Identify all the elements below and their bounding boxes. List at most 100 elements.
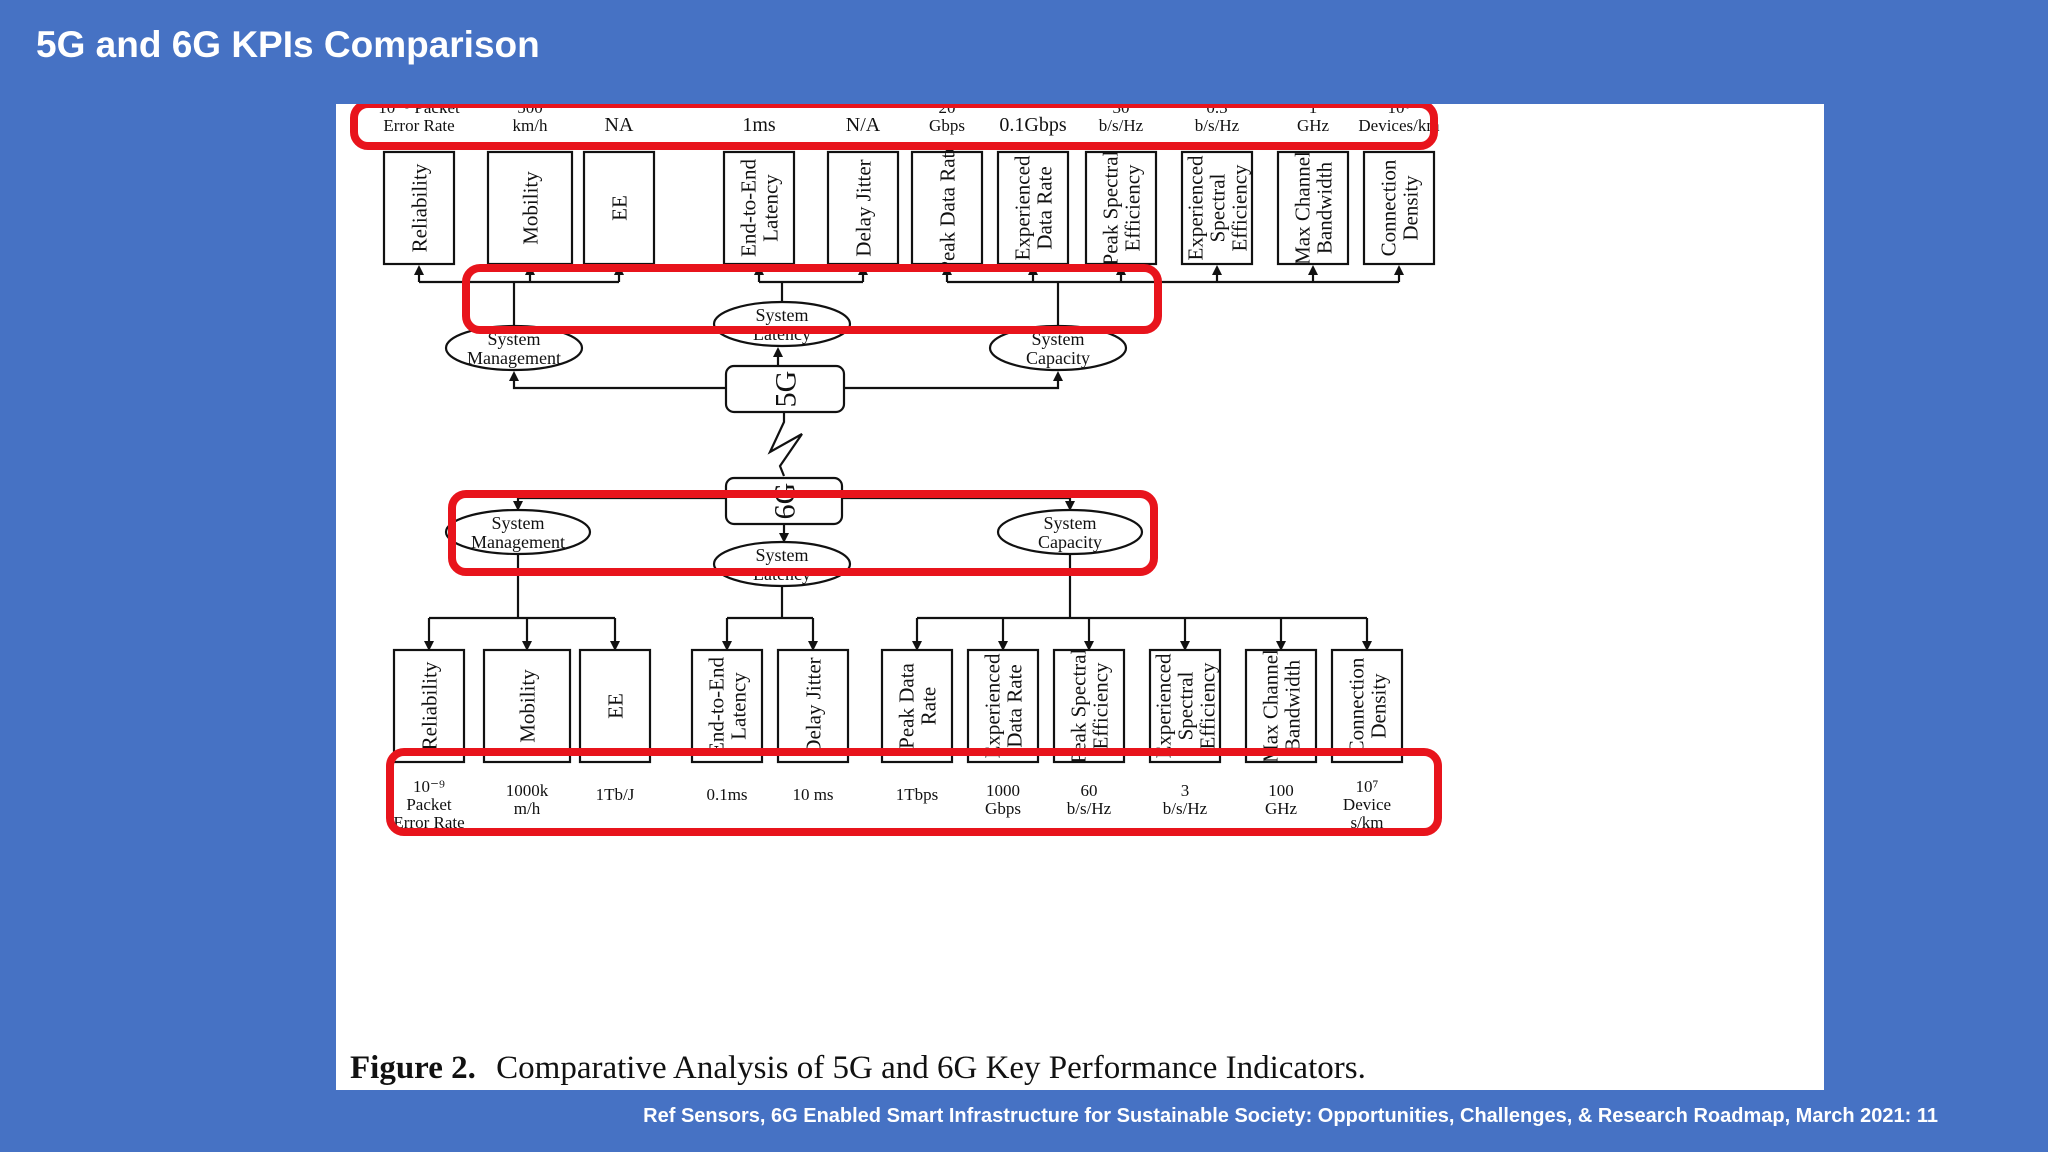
kpi-6g-box <box>1052 648 1126 764</box>
kpi-6g-box <box>690 648 764 764</box>
kpi-6g-box <box>1330 648 1404 764</box>
kpi-5g-value: 0.1Gbps <box>999 114 1066 136</box>
kpi-6g-value-line: 60 <box>1081 781 1098 800</box>
kpi-6g-value-line: 10⁻⁹ <box>413 777 445 796</box>
kpi-5g-value-line: GHz <box>1297 116 1330 135</box>
ellipse-6g-management-label-line: System <box>491 513 544 533</box>
kpi-6g-label: Delay Jitter <box>801 657 825 754</box>
ellipse-5g-latency-label-line: System <box>755 305 808 325</box>
kpi-6g-label: ExperiencedData Rate <box>980 653 1026 758</box>
kpi-6g-label-line: Experienced <box>1151 653 1175 758</box>
highlight-6g-groups <box>448 490 1158 576</box>
kpi-6g-label: EE <box>603 693 627 719</box>
figure-caption: Figure 2. Comparative Analysis of 5G and… <box>350 1050 1366 1086</box>
kpi-5g-label: Peak Data Rate <box>935 143 959 272</box>
kpi-6g-value: 10 ms <box>792 785 833 804</box>
hub-6g <box>724 476 844 526</box>
kpi-6g-value-line: b/s/Hz <box>1163 799 1208 818</box>
kpi-6g-value: 0.1ms <box>706 785 747 804</box>
kpi-5g-label: ConnectionDensity <box>1376 159 1422 256</box>
kpi-6g-label: Peak DataRate <box>894 662 940 748</box>
ellipse-5g-latency <box>712 300 852 348</box>
kpi-5g-value: 1ms <box>742 114 776 136</box>
kpi-6g-box <box>880 648 954 764</box>
kpi-6g-label-line: Experienced <box>980 653 1004 758</box>
kpi-6g-label: ConnectionDensity <box>1344 657 1390 754</box>
kpi-5g-label-line: Efficiency <box>1120 164 1144 252</box>
kpi-5g-box <box>1084 150 1158 266</box>
kpi-6g-value-line: 10 ms <box>792 785 833 804</box>
kpi-5g-label-line: EE <box>607 195 631 221</box>
kpi-6g-label-line: Efficiency <box>1195 662 1219 750</box>
kpi-5g-label: Max ChannelBandwidth <box>1290 151 1336 265</box>
kpi-5g-value-line: b/s/Hz <box>1099 116 1144 135</box>
kpi-5g-label-line: Spectral <box>1205 173 1229 242</box>
kpi-6g-label: End-to-EndLatency <box>704 657 750 755</box>
kpi-6g-label-line: Connection <box>1344 657 1368 754</box>
kpi-5g-value: N/A <box>846 114 881 136</box>
reference-citation: Ref Sensors, 6G Enabled Smart Infrastruc… <box>643 1105 1938 1127</box>
kpi-5g-label-line: Data Rate <box>1032 166 1056 249</box>
kpi-6g-label: Max ChannelBandwidth <box>1258 649 1304 763</box>
kpi-5g-box <box>486 150 574 266</box>
kpi-6g-value-line: b/s/Hz <box>1067 799 1112 818</box>
kpi-6g-label-line: Mobility <box>515 669 539 743</box>
kpi-6g-label-line: End-to-End <box>704 657 728 755</box>
ellipse-5g-management-label-line: Management <box>467 348 561 368</box>
kpi-6g-value: 1Tbps <box>896 785 939 804</box>
kpi-6g-label-line: Delay Jitter <box>801 657 825 754</box>
kpi-6g-value: 1Tb/J <box>596 785 635 804</box>
kpi-5g-box <box>826 150 900 266</box>
kpi-5g-label-line: End-to-End <box>736 159 760 257</box>
kpi-5g-value-line: km/h <box>513 116 548 135</box>
kpi-6g-value-line: Device <box>1343 795 1391 814</box>
kpi-5g-box <box>582 150 656 266</box>
kpi-5g-label-line: Density <box>1398 175 1422 241</box>
kpi-6g-box <box>392 648 466 764</box>
hub5g-to-capacity <box>844 371 1063 390</box>
kpi-6g-value-line: 1000 <box>986 781 1020 800</box>
kpi-5g-label: Reliability <box>407 163 431 252</box>
kpi-6g-value-line: 3 <box>1181 781 1190 800</box>
kpi-6g-box <box>482 648 572 764</box>
ellipse-5g-capacity-label-line: Capacity <box>1026 348 1090 368</box>
kpi-6g-label: Peak SpectralEfficiency <box>1066 648 1112 763</box>
kpi-6g-box <box>1244 648 1318 764</box>
kpi-5g-label: End-to-EndLatency <box>736 159 782 257</box>
kpi-6g-value-line: 1000k <box>506 781 549 800</box>
kpi-5g-label-line: Experienced <box>1183 155 1207 260</box>
kpi-6g-value-line: s/km <box>1350 813 1383 832</box>
kpi-5g-value-line: b/s/Hz <box>1195 116 1240 135</box>
kpi-6g-label-line: Peak Spectral <box>1066 648 1090 763</box>
kpi-5g-box <box>1362 150 1436 266</box>
figure-caption-text: Comparative Analysis of 5G and 6G Key Pe… <box>496 1050 1366 1086</box>
kpi-5g-value-line: N/A <box>846 114 881 136</box>
kpi-5g-box <box>910 150 984 266</box>
kpi-6g-label-line: Latency <box>726 672 750 740</box>
kpi-5g-label: ExperiencedSpectralEfficiency <box>1183 155 1251 260</box>
kpi-6g-label-line: Reliability <box>417 661 441 750</box>
connector-lines <box>414 265 1404 651</box>
hub-5g-label: 5G <box>770 371 803 408</box>
slide-title: 5G and 6G KPIs Comparison <box>36 24 540 65</box>
kpi-5g-value-line: NA <box>605 114 634 136</box>
kpi-5g-box <box>1180 150 1254 266</box>
kpi-5g-value-line: Gbps <box>929 116 965 135</box>
